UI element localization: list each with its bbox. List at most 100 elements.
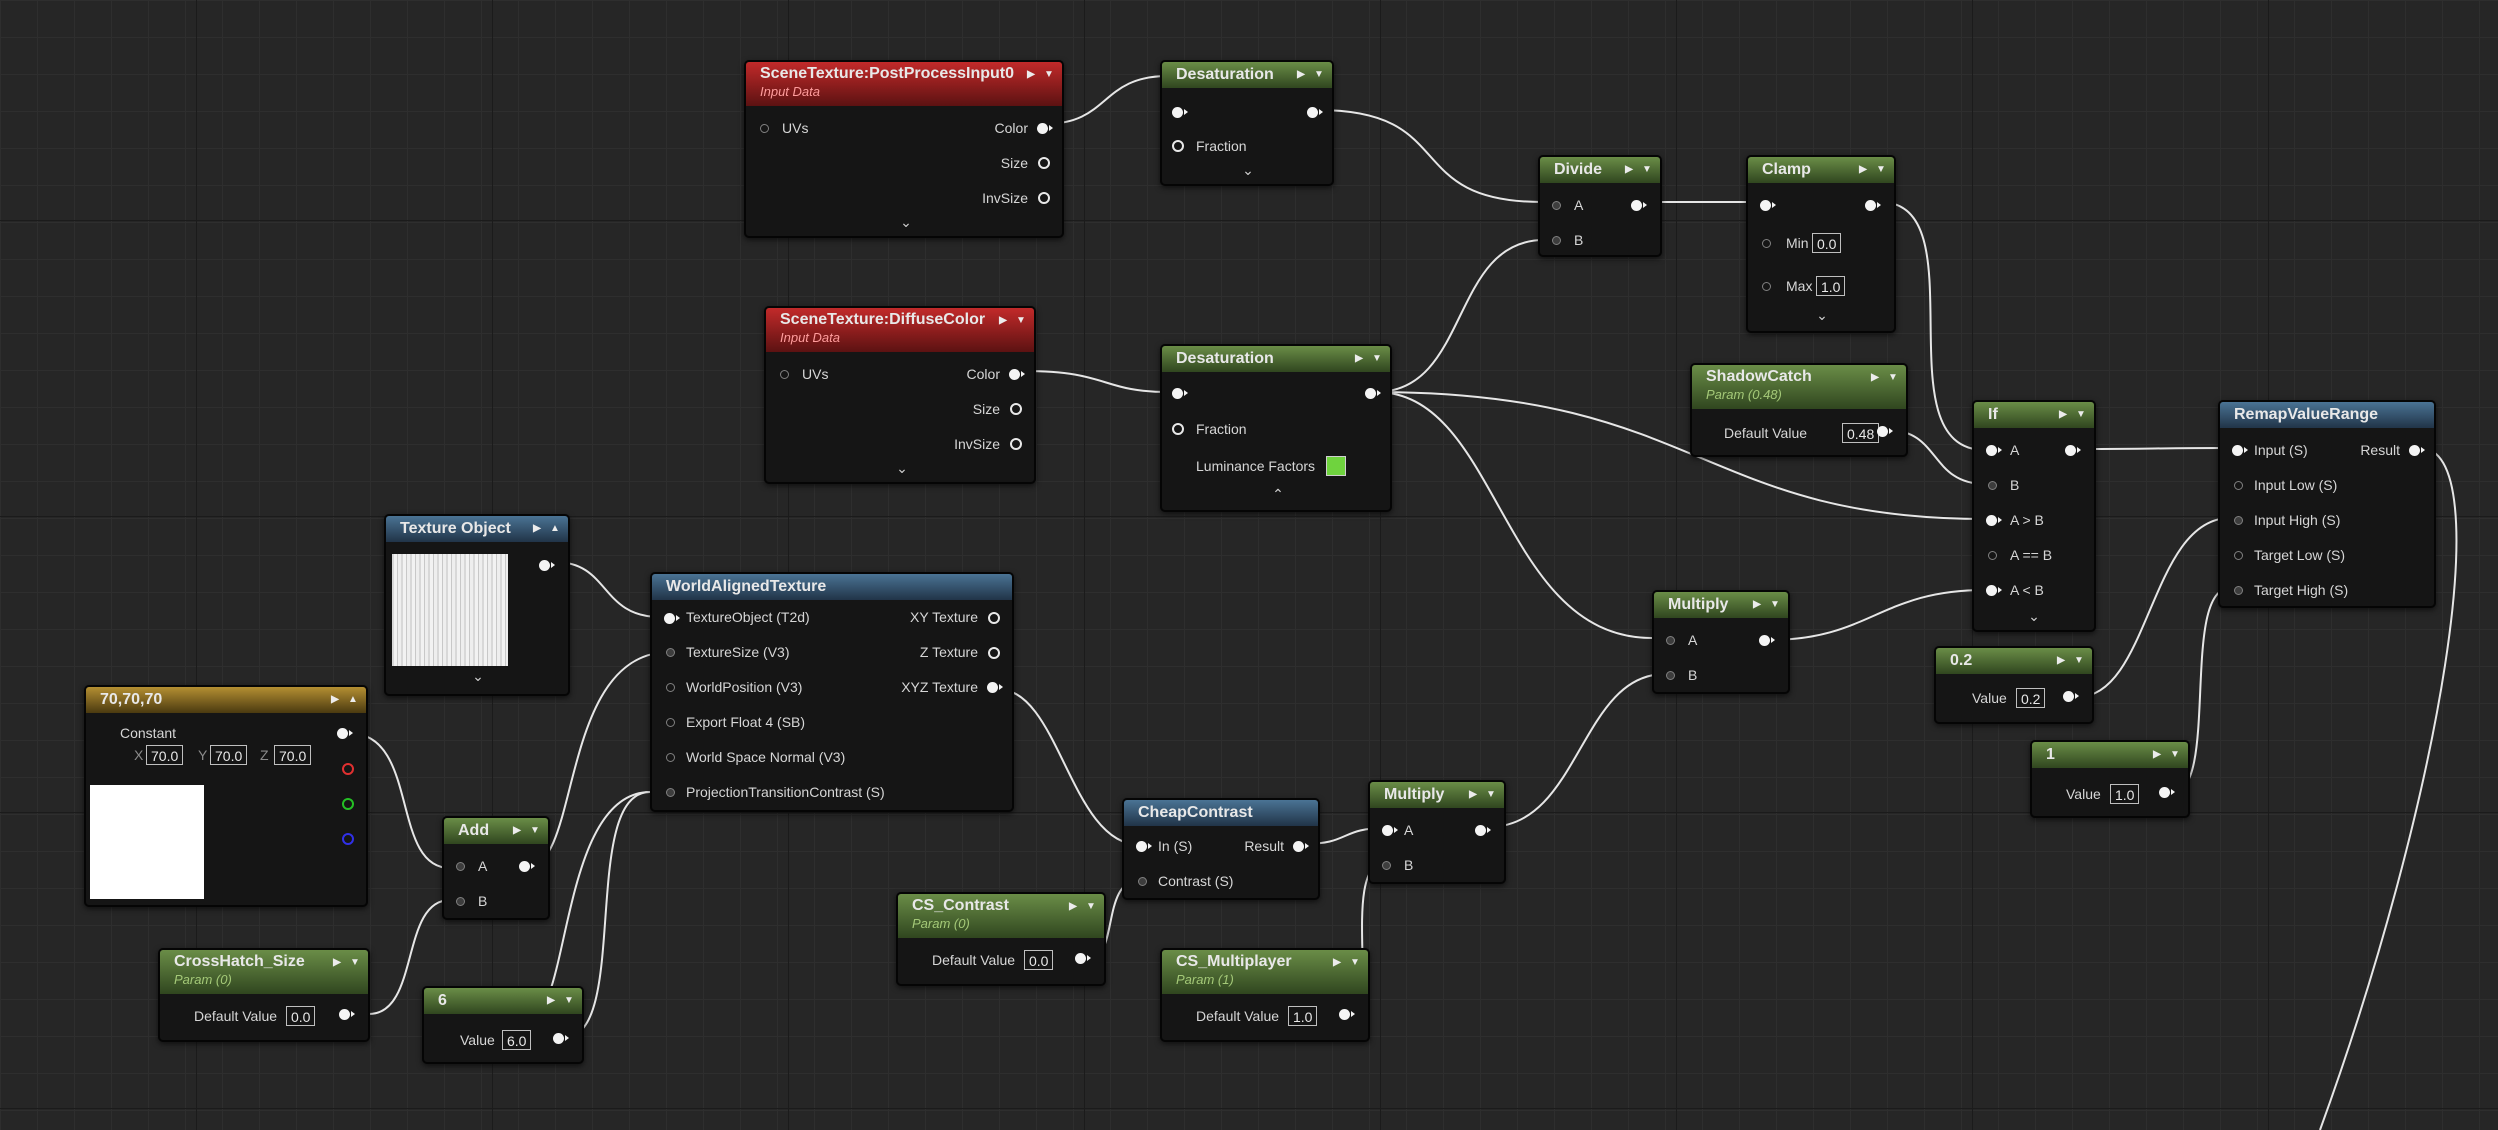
preview-icon[interactable]: ▶ bbox=[1859, 164, 1867, 175]
chevron-down-icon[interactable]: ▼ bbox=[1642, 164, 1652, 175]
pin-output[interactable] bbox=[1075, 953, 1091, 964]
pin-xyz-texture[interactable] bbox=[987, 682, 1003, 693]
pin-output[interactable] bbox=[519, 861, 535, 872]
node-multiply-1[interactable]: Multiply ▶▼ A B bbox=[1652, 590, 1790, 694]
pin-output-rgb[interactable] bbox=[337, 728, 353, 739]
pin-export-float4[interactable] bbox=[666, 718, 675, 727]
chevron-down-icon[interactable]: ▼ bbox=[1350, 957, 1360, 968]
pin-output[interactable] bbox=[1365, 388, 1381, 399]
preview-icon[interactable]: ▶ bbox=[999, 315, 1007, 326]
pin-color[interactable] bbox=[1037, 123, 1053, 134]
default-value-field[interactable]: 1.0 bbox=[1288, 1006, 1318, 1026]
chevron-down-icon[interactable]: ▼ bbox=[1888, 372, 1898, 383]
preview-icon[interactable]: ▶ bbox=[1333, 957, 1341, 968]
chevron-down-icon[interactable]: ⌄ bbox=[472, 668, 484, 684]
pin-contrast[interactable] bbox=[1138, 877, 1147, 886]
max-value-field[interactable]: 1.0 bbox=[1816, 276, 1846, 296]
pin-b[interactable] bbox=[1666, 671, 1675, 680]
pin-target-low[interactable] bbox=[2234, 551, 2243, 560]
preview-icon[interactable]: ▶ bbox=[2057, 655, 2065, 666]
node-constant3[interactable]: 70,70,70 ▶▲ Constant X 70.0 Y 70.0 Z 70.… bbox=[84, 685, 368, 907]
pin-output-b[interactable] bbox=[342, 833, 354, 845]
pin-a[interactable] bbox=[1986, 445, 2002, 456]
chevron-down-icon[interactable]: ⌄ bbox=[1242, 162, 1254, 178]
pin-output-g[interactable] bbox=[342, 798, 354, 810]
preview-icon[interactable]: ▶ bbox=[1355, 353, 1363, 364]
node-constant-1[interactable]: 1 ▶▼ Value 1.0 bbox=[2030, 740, 2190, 818]
pin-b[interactable] bbox=[1552, 236, 1561, 245]
chevron-down-icon[interactable]: ▼ bbox=[2076, 409, 2086, 420]
y-value-field[interactable]: 70.0 bbox=[210, 745, 248, 765]
node-texture-object[interactable]: Texture Object ▶▲ ⌄ bbox=[384, 514, 570, 696]
pin-world-space-normal[interactable] bbox=[666, 753, 675, 762]
pin-a[interactable] bbox=[1666, 636, 1675, 645]
chevron-up-icon[interactable]: ⌃ bbox=[1272, 486, 1284, 502]
pin-texture-object[interactable] bbox=[664, 613, 680, 624]
chevron-down-icon[interactable]: ⌄ bbox=[900, 214, 912, 230]
pin-in[interactable] bbox=[1136, 841, 1152, 852]
chevron-down-icon[interactable]: ▼ bbox=[1016, 315, 1026, 326]
pin-max[interactable] bbox=[1762, 282, 1771, 291]
pin-size[interactable] bbox=[1038, 157, 1050, 169]
pin-invsize[interactable] bbox=[1010, 438, 1022, 450]
preview-icon[interactable]: ▶ bbox=[1871, 372, 1879, 383]
x-value-field[interactable]: 70.0 bbox=[146, 745, 184, 765]
pin-fraction[interactable] bbox=[1172, 423, 1184, 435]
chevron-down-icon[interactable]: ▼ bbox=[1372, 353, 1382, 364]
preview-icon[interactable]: ▶ bbox=[1297, 69, 1305, 80]
chevron-down-icon[interactable]: ▼ bbox=[2074, 655, 2084, 666]
preview-icon[interactable]: ▶ bbox=[331, 694, 339, 705]
pin-output[interactable] bbox=[1475, 825, 1491, 836]
preview-icon[interactable]: ▶ bbox=[513, 825, 521, 836]
pin-output[interactable] bbox=[553, 1033, 569, 1044]
preview-icon[interactable]: ▶ bbox=[533, 523, 541, 534]
pin-output[interactable] bbox=[2159, 787, 2175, 798]
pin-target-high[interactable] bbox=[2234, 586, 2243, 595]
preview-icon[interactable]: ▶ bbox=[1069, 901, 1077, 912]
pin-output[interactable] bbox=[539, 560, 555, 571]
z-value-field[interactable]: 70.0 bbox=[274, 745, 312, 765]
chevron-down-icon[interactable]: ▼ bbox=[1044, 69, 1054, 80]
node-constant-6[interactable]: 6 ▶▼ Value 6.0 bbox=[422, 986, 584, 1064]
pin-b[interactable] bbox=[1382, 861, 1391, 870]
pin-input[interactable] bbox=[2232, 445, 2248, 456]
chevron-down-icon[interactable]: ▼ bbox=[530, 825, 540, 836]
pin-output[interactable] bbox=[339, 1009, 355, 1020]
pin-a-less-b[interactable] bbox=[1986, 585, 2002, 596]
color-swatch-preview[interactable] bbox=[90, 785, 204, 899]
preview-icon[interactable]: ▶ bbox=[2153, 749, 2161, 760]
pin-result[interactable] bbox=[1293, 841, 1309, 852]
texture-preview-thumbnail[interactable] bbox=[392, 554, 508, 666]
min-value-field[interactable]: 0.0 bbox=[1812, 233, 1842, 253]
node-cheap-contrast[interactable]: CheapContrast In (S) Result Contrast (S) bbox=[1122, 798, 1320, 900]
pin-a-equals-b[interactable] bbox=[1988, 551, 1997, 560]
node-if[interactable]: If ▶▼ A B A > B A == B A < B ⌄ bbox=[1972, 400, 2096, 632]
pin-z-texture[interactable] bbox=[988, 647, 1000, 659]
chevron-down-icon[interactable]: ▼ bbox=[1770, 599, 1780, 610]
value-field[interactable]: 1.0 bbox=[2110, 784, 2140, 804]
pin-world-position[interactable] bbox=[666, 683, 675, 692]
preview-icon[interactable]: ▶ bbox=[1625, 164, 1633, 175]
chevron-down-icon[interactable]: ▼ bbox=[350, 957, 360, 968]
pin-min[interactable] bbox=[1762, 239, 1771, 248]
chevron-up-icon[interactable]: ▲ bbox=[348, 694, 358, 705]
preview-icon[interactable]: ▶ bbox=[1469, 789, 1477, 800]
pin-a[interactable] bbox=[1552, 201, 1561, 210]
pin-input-low[interactable] bbox=[2234, 481, 2243, 490]
value-field[interactable]: 6.0 bbox=[502, 1030, 532, 1050]
node-add[interactable]: Add ▶▼ A B bbox=[442, 816, 550, 920]
default-value-field[interactable]: 0.0 bbox=[1024, 950, 1054, 970]
chevron-up-icon[interactable]: ▲ bbox=[550, 523, 560, 534]
pin-fraction[interactable] bbox=[1172, 140, 1184, 152]
chevron-down-icon[interactable]: ▼ bbox=[564, 995, 574, 1006]
pin-output[interactable] bbox=[1307, 107, 1323, 118]
pin-color[interactable] bbox=[1009, 369, 1025, 380]
chevron-down-icon[interactable]: ⌄ bbox=[1816, 307, 1828, 323]
pin-input[interactable] bbox=[1760, 200, 1776, 211]
preview-icon[interactable]: ▶ bbox=[1027, 69, 1035, 80]
